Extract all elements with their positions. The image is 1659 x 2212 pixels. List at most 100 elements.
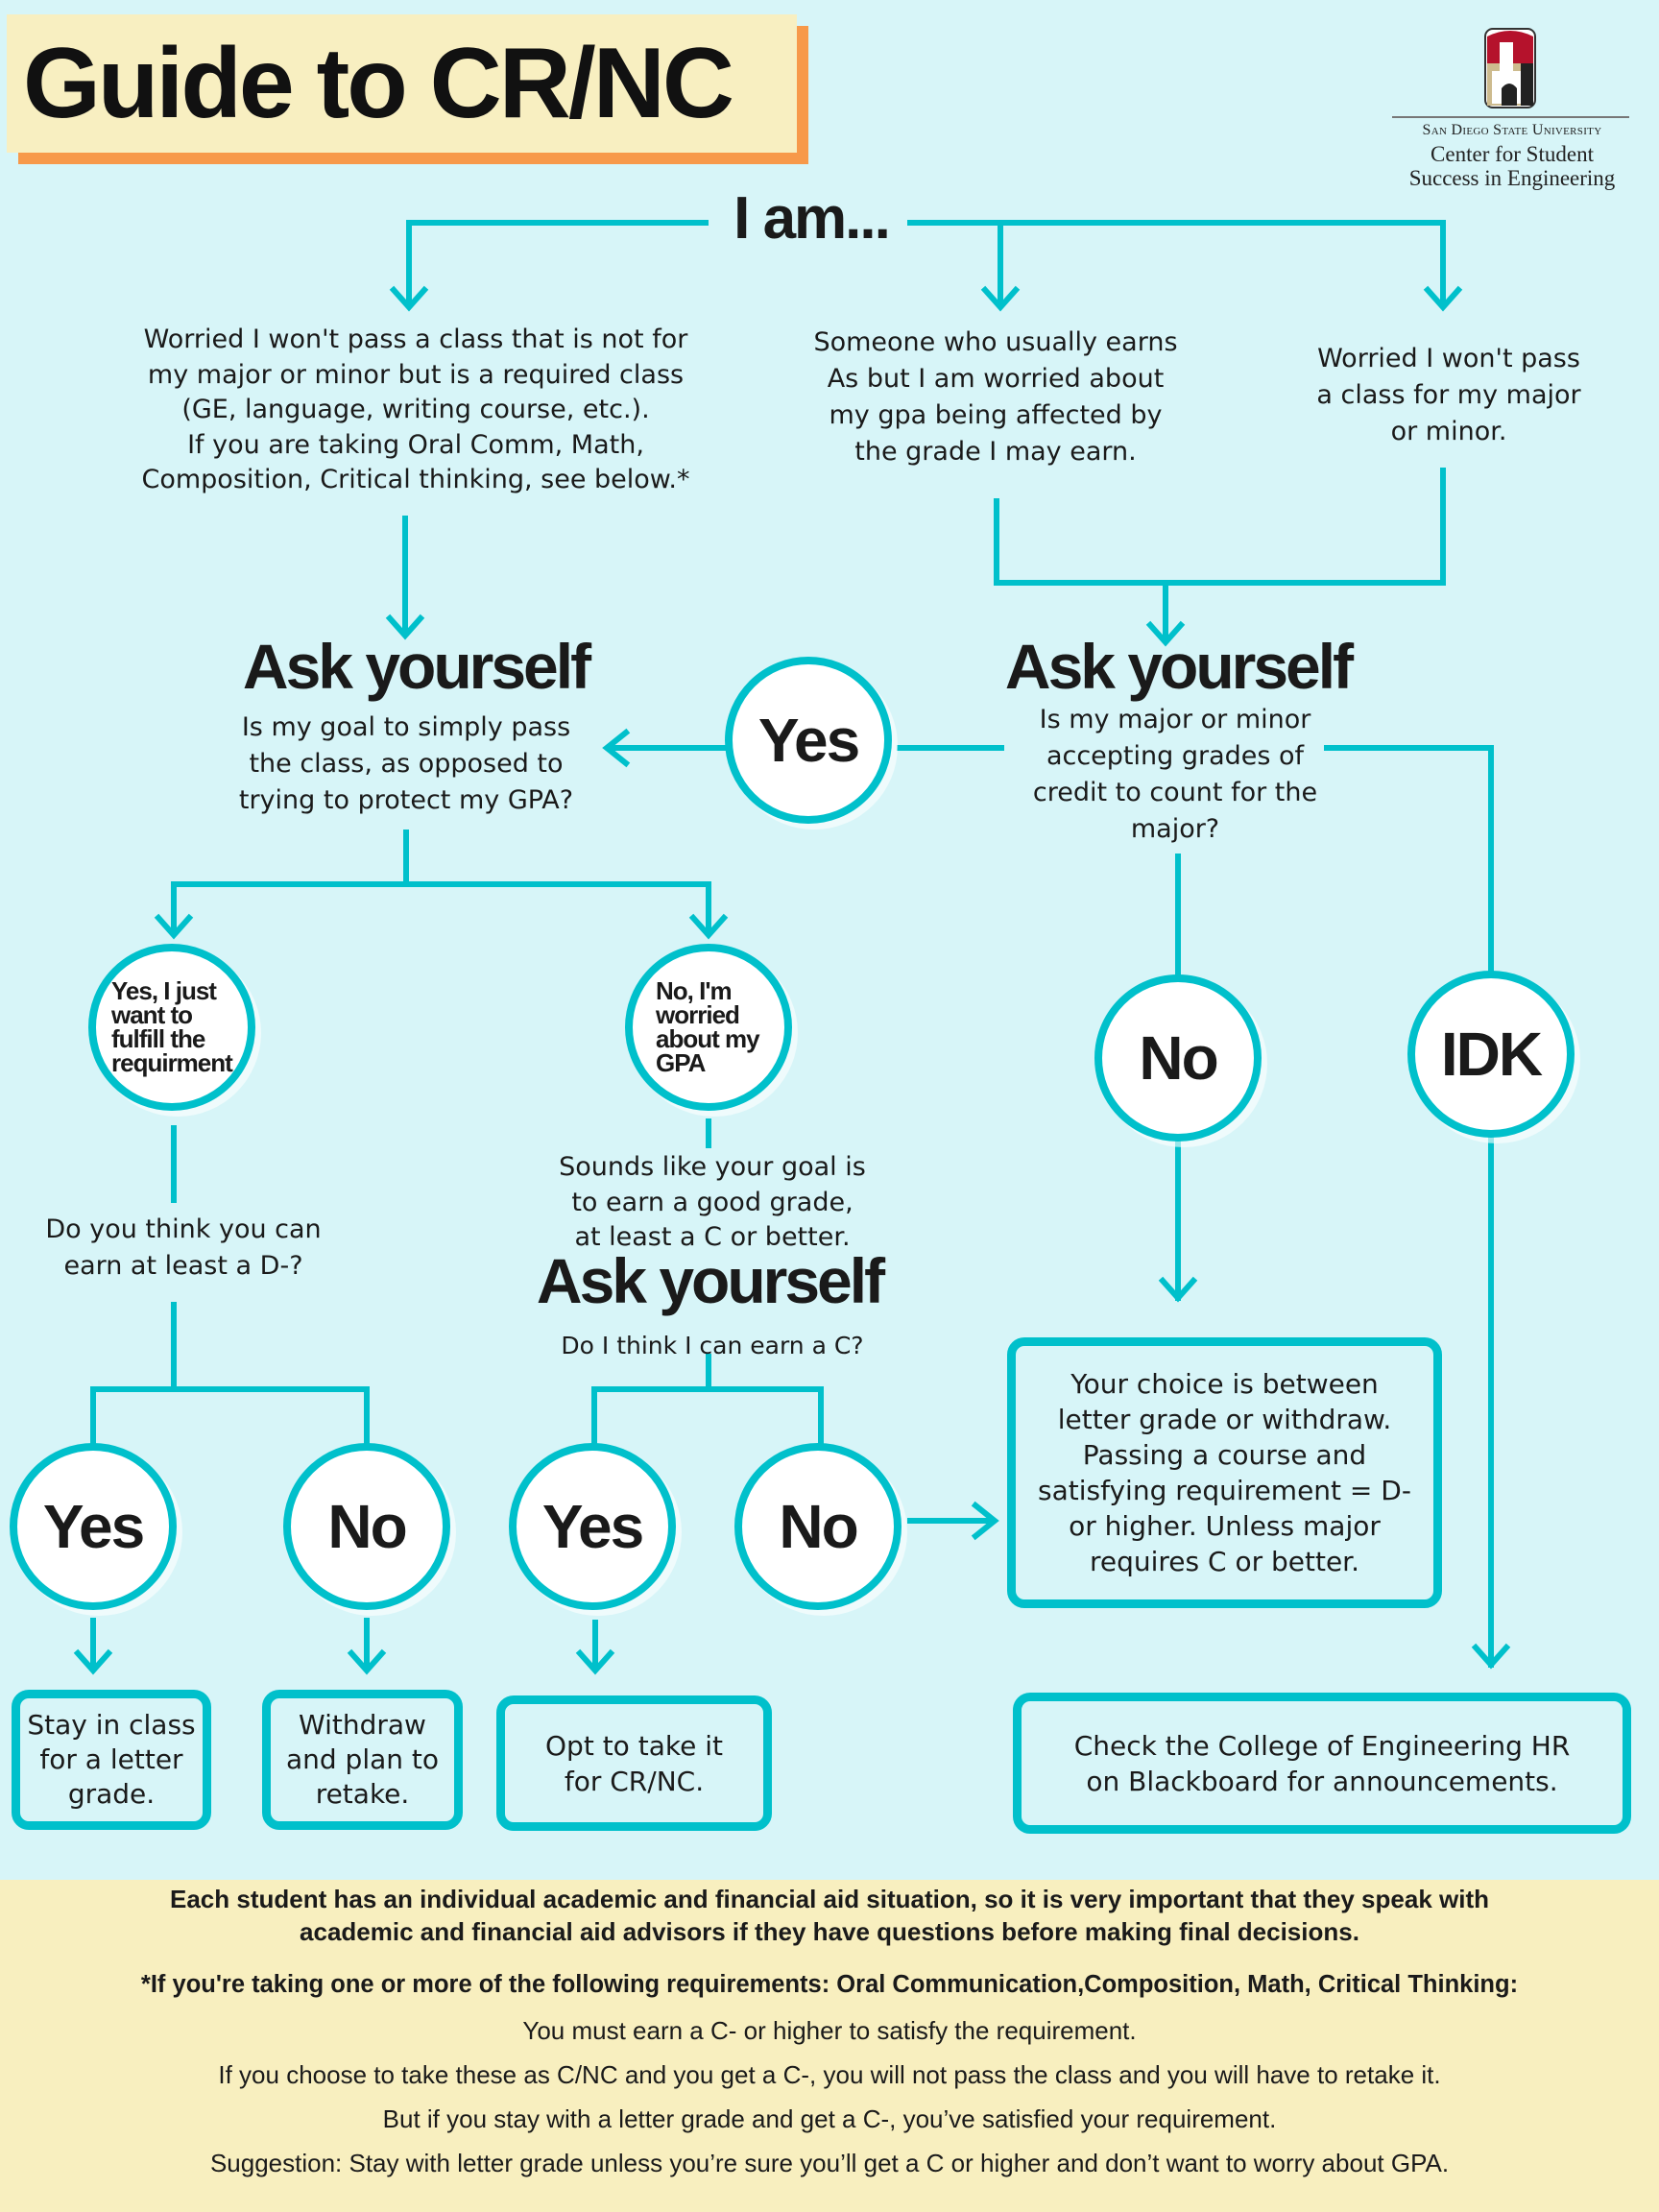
connector-d xyxy=(90,1125,370,1447)
text-line: Worried I won't pass xyxy=(1317,344,1580,373)
text-line: my gpa being affected by xyxy=(829,400,1163,430)
text-line: about my xyxy=(656,1024,760,1053)
text-line: trying to protect my GPA? xyxy=(238,785,574,815)
text-line: or minor. xyxy=(1390,417,1507,446)
yes-circle-main: Yes xyxy=(725,657,892,824)
footer-note-2: academic and financial aid advisors if t… xyxy=(300,1917,1359,1946)
d-question: Do you think you can earn at least a D-? xyxy=(0,1212,375,1285)
text-line: at least a C or better. xyxy=(574,1222,851,1252)
text-line: a class for my major xyxy=(1316,380,1581,410)
connector-left-tree xyxy=(154,830,729,940)
text-line: (GE, language, writing course, etc.). xyxy=(181,395,650,424)
no-d-circle: No xyxy=(283,1443,450,1610)
connector-c-arrows xyxy=(575,1501,999,1675)
footer-notes: Each student has an individual academic … xyxy=(0,1880,1659,2212)
text-line: for CR/NC. xyxy=(564,1765,705,1797)
footer-line-1: You must earn a C- or higher to satisfy … xyxy=(522,2016,1137,2045)
ask-yourself-middle: Ask yourself xyxy=(536,1245,885,1316)
text-line: satisfying requirement = D- xyxy=(1038,1475,1411,1506)
text-line: Withdraw xyxy=(299,1709,426,1741)
logo-line1: Center for Student xyxy=(1431,142,1594,166)
text-line: Passing a course and xyxy=(1082,1439,1367,1471)
footer-note-1: Each student has an individual academic … xyxy=(170,1885,1489,1913)
yes-c-circle: Yes xyxy=(509,1443,676,1610)
text-line: and plan to xyxy=(285,1743,440,1775)
text-line: accepting grades of xyxy=(1046,741,1305,771)
footer-line-3: But if you stay with a letter grade and … xyxy=(382,2104,1277,2133)
text-line: on Blackboard for announcements. xyxy=(1086,1765,1558,1797)
idk-circle: IDK xyxy=(1407,971,1575,1138)
connector-idk xyxy=(1324,745,1511,1670)
outcome-choice: Your choice is between letter grade or wi… xyxy=(1007,1337,1442,1608)
arrow-heads-top xyxy=(389,285,1463,312)
text-line: As but I am worried about xyxy=(827,364,1165,394)
text-line: my major or minor but is a required clas… xyxy=(147,359,685,390)
text-line: Check the College of Engineering HR xyxy=(1073,1729,1571,1762)
sounds-like-text: Sounds like your goal is to earn a good … xyxy=(520,1150,904,1256)
page-title: Guide to CR/NC xyxy=(23,28,734,139)
text-line: Stay in class xyxy=(27,1709,196,1741)
text-line: Sounds like your goal is xyxy=(559,1152,866,1182)
text-line: requires C or better. xyxy=(1089,1546,1360,1577)
no-circle-main: No xyxy=(1094,974,1262,1142)
ask-yourself-left: Ask yourself xyxy=(242,631,591,702)
text-line: credit to count for the xyxy=(1032,778,1318,807)
text-line: major? xyxy=(1130,814,1220,844)
text-line: If you are taking Oral Comm, Math, xyxy=(187,429,644,460)
c-question: Do I think I can earn a C? xyxy=(561,1332,864,1359)
sdsu-crest-icon xyxy=(1392,28,1629,118)
text-line: or higher. Unless major xyxy=(1069,1510,1381,1542)
logo-line2: Success in Engineering xyxy=(1408,166,1616,190)
title-box xyxy=(7,14,797,153)
footer-line-4: Suggestion: Stay with letter grade unles… xyxy=(209,2149,1450,2177)
text-line: letter grade or withdraw. xyxy=(1057,1404,1392,1435)
connector-no xyxy=(1158,854,1198,1303)
start-label: I am... xyxy=(733,185,891,252)
ask-yourself-right: Ask yourself xyxy=(1004,631,1354,702)
text-line: Opt to take it xyxy=(545,1729,723,1762)
connector-right-ask xyxy=(994,468,1446,647)
connector-top xyxy=(406,220,1446,308)
text-line: Do you think you can xyxy=(45,1214,322,1244)
text-line: grade. xyxy=(67,1778,156,1810)
connector-d-arrows xyxy=(73,1618,387,1675)
connector-yes xyxy=(602,728,1004,768)
text-line: Someone who usually earns xyxy=(813,327,1178,357)
footer-requirements: *If you're taking one or more of the fol… xyxy=(140,1971,1519,1998)
text-line: earn at least a D-? xyxy=(63,1251,303,1281)
left-question: Is my goal to simply pass the class, as … xyxy=(214,709,598,819)
text-line: worried xyxy=(656,1000,740,1029)
text-line: No, I'm xyxy=(656,976,733,1005)
yes-d-circle: Yes xyxy=(10,1443,177,1610)
connector-left-ask xyxy=(385,516,425,640)
text-line: Worried I won't pass a class that is not… xyxy=(143,325,688,354)
text-line: for a letter xyxy=(39,1743,183,1775)
text-line: requirment xyxy=(111,1048,233,1077)
flow-connectors xyxy=(73,220,1511,1675)
text-line: fulfill the xyxy=(111,1024,205,1053)
text-line: want to xyxy=(111,1000,193,1029)
logo-university: San Diego State University xyxy=(1422,122,1602,138)
option-major-class: Worried I won't pass a class for my majo… xyxy=(1286,341,1612,450)
text-line: Your choice is between xyxy=(1070,1368,1379,1400)
footer-line-2: If you choose to take these as C/NC and … xyxy=(218,2060,1441,2089)
sdsu-logo: San Diego State University Center for St… xyxy=(1382,25,1642,198)
text-line: Composition, Critical thinking, see belo… xyxy=(141,465,690,494)
right-question: Is my major or minor accepting grades of… xyxy=(983,702,1367,848)
text-line: retake. xyxy=(315,1778,410,1810)
text-line: Yes, I just xyxy=(111,976,217,1005)
text-line: to earn a good grade, xyxy=(571,1187,854,1217)
text-line: GPA xyxy=(656,1048,706,1077)
text-line: Is my goal to simply pass xyxy=(241,712,571,742)
text-line: the class, as opposed to xyxy=(249,749,564,779)
option-gpa-worry: Someone who usually earns As but I am wo… xyxy=(804,325,1188,470)
connector-mid xyxy=(591,1118,824,1447)
text-line: Is my major or minor xyxy=(1039,705,1311,734)
no-c-circle: No xyxy=(734,1443,902,1610)
